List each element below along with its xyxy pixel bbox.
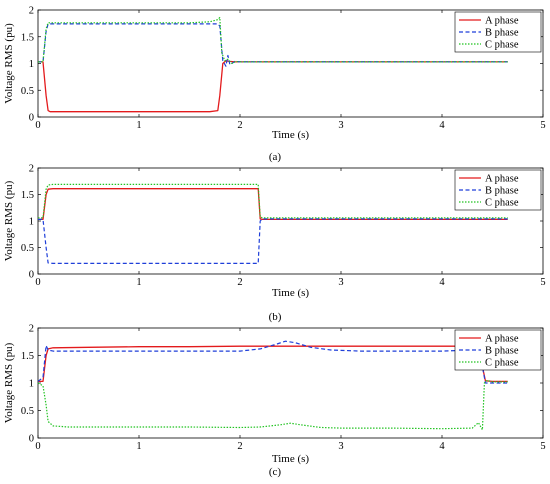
legend-label-c-phase: C phase bbox=[485, 40, 519, 51]
y-tick-label: 0.5 bbox=[21, 243, 34, 254]
x-tick-label: 0 bbox=[35, 120, 40, 131]
y-axis-label: Voltage RMS (pu) bbox=[3, 342, 15, 423]
legend-label-a-phase: A phase bbox=[485, 174, 519, 185]
series-line-c-phase bbox=[38, 183, 508, 219]
legend-label-a-phase: A phase bbox=[485, 16, 519, 27]
y-tick-label: 0.5 bbox=[21, 406, 34, 417]
y-tick-label: 2 bbox=[29, 164, 34, 175]
x-tick-label: 2 bbox=[237, 277, 242, 288]
y-tick-label: 2 bbox=[29, 324, 34, 335]
legend-label-b-phase: B phase bbox=[485, 186, 519, 197]
x-tick-label: 2 bbox=[237, 441, 242, 452]
x-tick-label: 3 bbox=[338, 441, 343, 452]
x-axis-label: Time (s) bbox=[272, 129, 310, 140]
x-tick-label: 4 bbox=[439, 277, 445, 288]
caption-b: (b) bbox=[268, 311, 282, 323]
legend-label-b-phase: B phase bbox=[485, 346, 519, 357]
x-tick-label: 5 bbox=[540, 120, 545, 131]
x-axis-label: Time (s) bbox=[272, 453, 310, 465]
y-tick-label: 0.5 bbox=[21, 86, 34, 97]
legend-label-c-phase: C phase bbox=[485, 358, 519, 369]
y-tick-label: 1.5 bbox=[21, 32, 34, 43]
x-axis-label: Time (s) bbox=[272, 287, 310, 298]
y-tick-label: 0 bbox=[29, 434, 34, 445]
legend-label-b-phase: B phase bbox=[485, 28, 519, 39]
y-tick-label: 0 bbox=[29, 113, 34, 124]
x-tick-label: 5 bbox=[540, 277, 545, 288]
x-tick-label: 1 bbox=[136, 441, 141, 452]
y-axis-label: Voltage RMS (pu) bbox=[3, 23, 15, 104]
legend-label-a-phase: A phase bbox=[485, 334, 519, 345]
y-tick-label: 1.5 bbox=[21, 190, 34, 201]
x-tick-label: 5 bbox=[540, 441, 545, 452]
y-tick-label: 1 bbox=[29, 59, 34, 70]
y-tick-label: 1 bbox=[29, 217, 34, 228]
caption-a: (a) bbox=[268, 151, 282, 163]
y-tick-label: 2 bbox=[29, 6, 34, 17]
x-tick-label: 4 bbox=[439, 120, 445, 131]
x-tick-label: 1 bbox=[136, 277, 141, 288]
caption-c: (c) bbox=[268, 466, 282, 478]
x-tick-label: 3 bbox=[338, 120, 343, 131]
x-tick-label: 1 bbox=[136, 120, 141, 131]
x-tick-label: 0 bbox=[35, 277, 40, 288]
series-line-c-phase bbox=[37, 379, 508, 431]
series-line-c-phase bbox=[38, 16, 508, 65]
x-tick-label: 4 bbox=[439, 441, 445, 452]
y-axis-label: Voltage RMS (pu) bbox=[3, 180, 15, 261]
x-tick-label: 3 bbox=[338, 277, 343, 288]
series-line-b-phase bbox=[38, 218, 508, 265]
legend-label-c-phase: C phase bbox=[485, 198, 519, 209]
x-tick-label: 0 bbox=[35, 441, 40, 452]
x-tick-label: 2 bbox=[237, 120, 242, 131]
y-tick-label: 1.5 bbox=[21, 351, 34, 362]
y-tick-label: 1 bbox=[29, 379, 34, 390]
y-tick-label: 0 bbox=[29, 270, 34, 281]
